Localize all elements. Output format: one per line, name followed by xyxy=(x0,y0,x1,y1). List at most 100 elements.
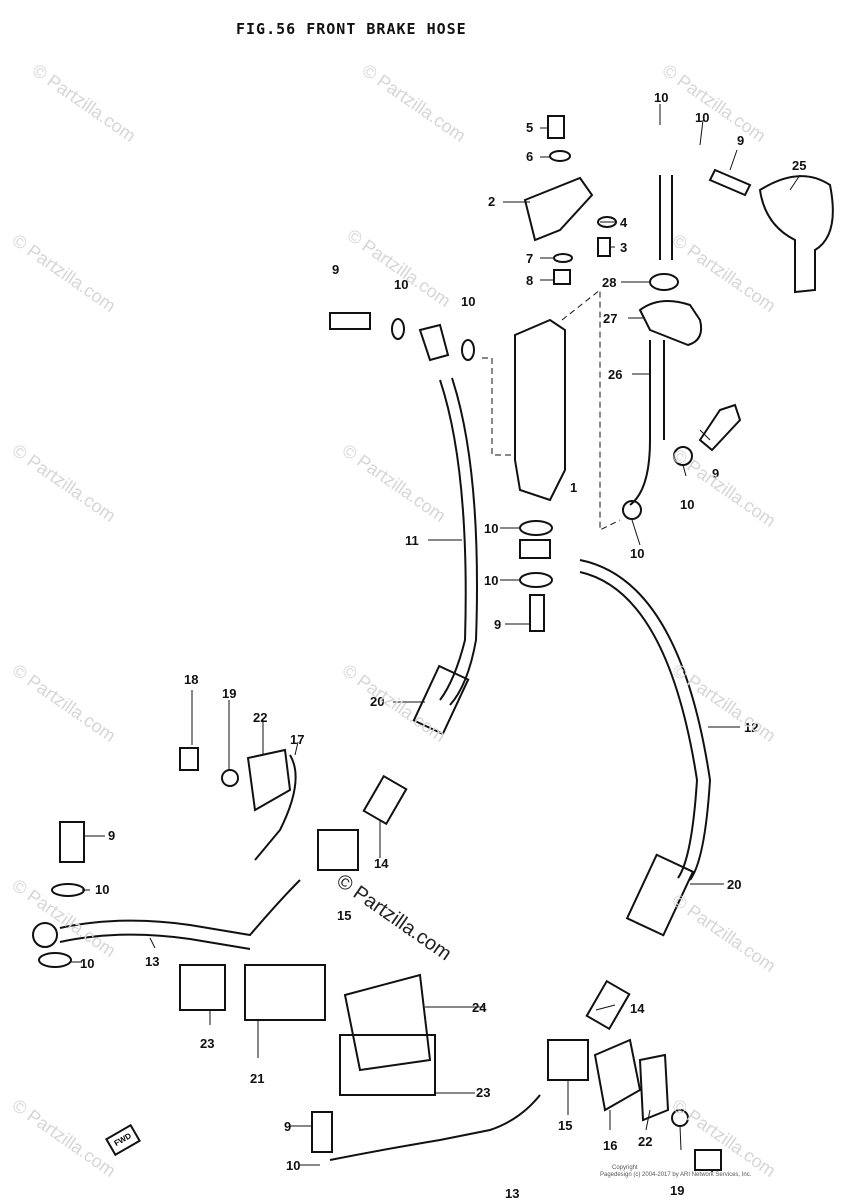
washer-10-c1 xyxy=(519,520,553,536)
hose-11 xyxy=(439,379,467,701)
callout-c10b: 10 xyxy=(695,110,709,125)
clamp-22 xyxy=(246,748,292,812)
bolt-9-left xyxy=(329,312,371,330)
callout-c6: 6 xyxy=(526,149,533,164)
bolt-5 xyxy=(547,115,565,139)
callout-c20b: 20 xyxy=(727,877,741,892)
copyright-label: Copyright xyxy=(612,1165,638,1171)
callout-c15b: 15 xyxy=(558,1118,572,1133)
fitting-14-left xyxy=(362,774,408,826)
callout-c10d: 10 xyxy=(461,294,475,309)
hose-13-b xyxy=(59,933,251,950)
copyright-line: Pagedesign (c) 2004-2017 by ARI Network … xyxy=(600,1172,752,1178)
callout-c10i: 10 xyxy=(95,882,109,897)
washer-28 xyxy=(649,273,679,291)
bracket-27 xyxy=(638,300,703,347)
callout-c9e: 9 xyxy=(108,828,115,843)
callout-c11: 11 xyxy=(405,533,419,548)
hose-12-b xyxy=(579,571,699,879)
callout-c19b: 19 xyxy=(670,1183,684,1198)
callout-c8: 8 xyxy=(526,273,533,288)
callout-c15a: 15 xyxy=(337,908,351,923)
hose-lower-right-26 xyxy=(649,340,665,440)
banjo-c xyxy=(519,539,551,559)
bracket-24 xyxy=(343,973,432,1072)
callout-c24: 24 xyxy=(472,1000,487,1015)
junction-block-1 xyxy=(514,318,566,502)
bolt-9-right xyxy=(698,403,742,452)
callout-c9c: 9 xyxy=(712,466,719,481)
callout-c25: 25 xyxy=(792,158,806,173)
callout-c27: 27 xyxy=(603,311,617,326)
washer-10-left xyxy=(391,318,405,340)
callout-c10e: 10 xyxy=(680,497,694,512)
callout-c5: 5 xyxy=(526,120,533,135)
bolt-lower-right xyxy=(694,1149,722,1171)
banjo-13 xyxy=(32,922,58,948)
wire-17 xyxy=(254,754,297,861)
callout-c7: 7 xyxy=(526,251,533,266)
bolt-18 xyxy=(179,747,199,771)
fitting-14-right xyxy=(585,979,631,1031)
diagram-title: FIG.56 FRONT BRAKE HOSE xyxy=(236,20,467,38)
washer-10-ll2 xyxy=(38,952,72,968)
callout-c9b: 9 xyxy=(737,133,744,148)
callout-c14a: 14 xyxy=(374,856,389,871)
callout-c19a: 19 xyxy=(222,686,236,701)
grommet-15-right xyxy=(547,1039,589,1081)
callout-c4: 4 xyxy=(620,215,628,230)
banjo-ring xyxy=(622,500,642,520)
sleeve-20-left xyxy=(412,664,470,736)
callout-c13b: 13 xyxy=(505,1186,519,1200)
washer-6 xyxy=(549,150,571,162)
callout-c10f: 10 xyxy=(630,546,644,561)
grommet-15-left xyxy=(317,829,359,871)
bracket-2 xyxy=(523,176,594,242)
bolt-9-top xyxy=(708,168,752,197)
callout-c13a: 13 xyxy=(145,954,159,969)
cap-25 xyxy=(758,175,834,294)
clamp-22-b xyxy=(638,1053,670,1122)
callout-c3: 3 xyxy=(620,240,627,255)
callout-c17: 17 xyxy=(290,732,304,747)
leader-lines xyxy=(70,104,801,1173)
boot-23-mid xyxy=(339,1034,436,1096)
washer-7 xyxy=(553,253,573,263)
callout-c10a: 10 xyxy=(654,90,668,105)
washer-10-c2 xyxy=(519,572,553,588)
callout-c10j: 10 xyxy=(80,956,94,971)
callout-c10g: 10 xyxy=(484,521,498,536)
callout-c16: 16 xyxy=(603,1138,617,1153)
washer-19 xyxy=(221,769,239,787)
callout-c22b: 22 xyxy=(638,1134,652,1149)
callout-c22a: 22 xyxy=(253,710,267,725)
callout-c9f: 9 xyxy=(284,1119,291,1134)
callout-c2: 2 xyxy=(488,194,495,209)
callout-c23b: 23 xyxy=(476,1085,490,1100)
callout-c10c: 10 xyxy=(394,277,408,292)
banjo-lower xyxy=(629,439,651,506)
dashed-guide xyxy=(482,288,621,531)
callout-c10k: 10 xyxy=(286,1158,300,1173)
hose-11-b xyxy=(449,377,478,706)
callout-c9d: 9 xyxy=(494,617,501,632)
bolt-9-c xyxy=(529,594,545,632)
callout-c26: 26 xyxy=(608,367,622,382)
bolt-9-lower-left xyxy=(59,821,85,863)
callout-c1: 1 xyxy=(570,480,577,495)
sleeve-20-right xyxy=(625,853,695,937)
washer-10-ll1 xyxy=(51,883,85,897)
callout-c21: 21 xyxy=(250,1071,264,1086)
callout-c12: 12 xyxy=(744,720,758,735)
callout-c10h: 10 xyxy=(484,573,498,588)
hose-bottom xyxy=(329,1094,541,1161)
callout-c28: 28 xyxy=(602,275,616,290)
boot-23-left xyxy=(179,964,226,1011)
washer-4 xyxy=(597,216,617,228)
bolt-9-bottom xyxy=(311,1111,333,1153)
plate-21 xyxy=(244,964,326,1021)
block-16 xyxy=(593,1038,642,1112)
clip-3 xyxy=(597,237,611,257)
hose-12 xyxy=(579,559,712,881)
